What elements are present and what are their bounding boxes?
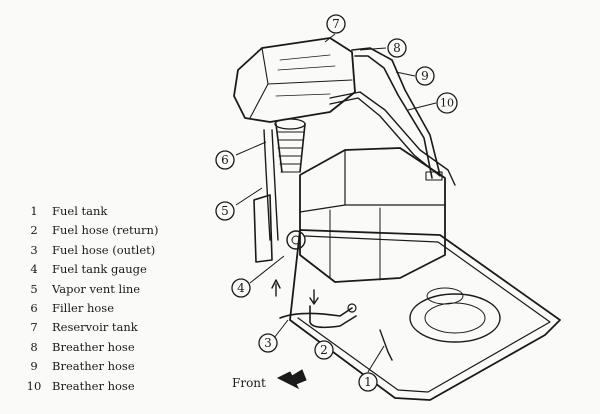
legend-item-label: Breather hose [52,378,135,393]
callout-1: 1 [358,372,378,392]
filler-hose [274,118,306,173]
legend-item: 4 Fuel tank gauge [16,262,158,281]
callout-9: 9 [415,66,435,86]
legend-item-number: 4 [30,262,38,277]
legend-item-label: Filler hose [52,300,115,315]
callout-5: 5 [215,201,235,221]
front-arrow-icon [276,369,307,390]
legend-item-number: 3 [30,242,38,257]
front-label: Front [232,376,266,390]
svg-text:5: 5 [221,204,229,218]
legend-item-number: 8 [30,339,38,354]
legend-item-label: Vapor vent line [52,281,141,296]
callout-8: 8 [387,38,407,58]
legend-item-label: Reservoir tank [52,320,138,335]
legend-item: 3 Fuel hose (outlet) [16,243,158,262]
svg-text:8: 8 [393,41,401,55]
legend-item: 7 Reservoir tank [16,320,158,339]
breather-hoses [329,47,456,186]
legend-item-number: 9 [30,359,38,374]
fuel-hoses [271,279,393,361]
svg-text:1: 1 [364,375,372,389]
svg-text:3: 3 [264,336,272,350]
callout-4: 4 [231,278,251,298]
reservoir-tank [233,37,356,123]
svg-text:4: 4 [237,281,245,295]
legend-item-number: 10 [26,378,42,393]
legend-item-number: 5 [30,281,38,296]
legend-item-label: Breather hose [52,359,135,374]
legend-item-label: Breather hose [52,339,135,354]
legend-item-number: 1 [30,204,38,218]
callout-3: 3 [258,333,278,353]
legend-item: 1 Fuel tank [16,204,158,223]
svg-text:10: 10 [440,97,454,110]
fuel-tank [289,147,561,401]
callout-6: 6 [215,150,235,170]
legend-item: 2 Fuel hose (return) [16,223,158,242]
legend-item-label: Fuel tank gauge [52,262,147,277]
legend-item: 5 Vapor vent line [16,282,158,301]
vapor-vent-line [263,129,279,241]
legend-item-number: 7 [30,320,38,335]
svg-text:7: 7 [332,17,340,31]
callout-10: 10 [436,92,458,114]
svg-text:9: 9 [421,69,429,83]
fuel-tank-gauge [253,194,306,263]
legend-item-number: 2 [30,223,38,238]
parts-legend: 1 Fuel tank 2 Fuel hose (return) 3 Fuel hose … [16,204,159,398]
legend-item-label: Fuel hose (return) [52,223,159,238]
legend-item: 10 Breather hose [16,379,158,398]
svg-text:2: 2 [320,343,328,357]
legend-item: 9 Breather hose [16,359,158,378]
callout-7: 7 [326,14,346,34]
leader-lines [235,33,437,373]
legend-item: 6 Filler hose [16,301,158,320]
legend-item-label: Fuel tank [52,204,108,218]
legend-item: 8 Breather hose [16,340,158,359]
callout-2: 2 [314,340,334,360]
legend-item-number: 6 [30,300,38,315]
svg-text:6: 6 [221,153,229,167]
legend-item-label: Fuel hose (outlet) [52,242,156,257]
